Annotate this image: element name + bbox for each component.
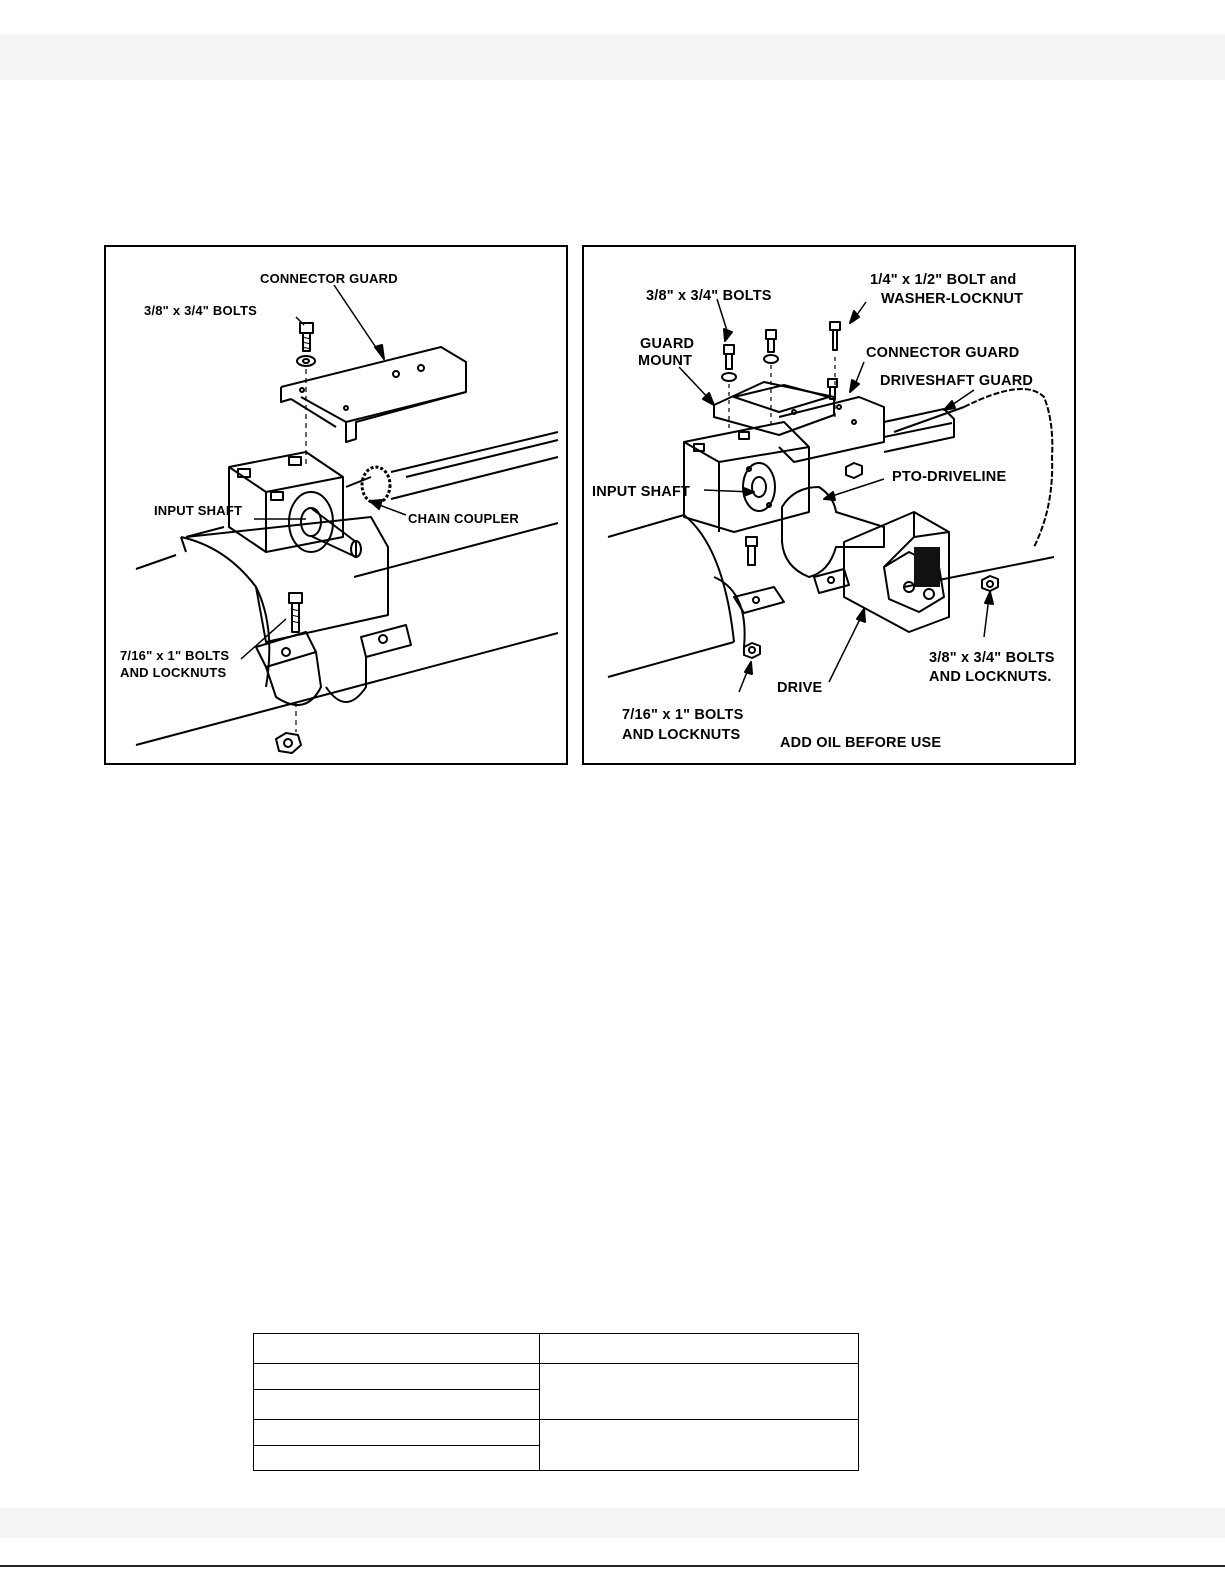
table-cell	[539, 1333, 859, 1364]
label-driveshaft-guard: DRIVESHAFT GUARD	[880, 373, 1034, 389]
table-cell	[539, 1419, 859, 1471]
table-row	[253, 1445, 859, 1471]
label-connector-guard-right: CONNECTOR GUARD	[866, 345, 1020, 361]
assembly-drawing-left	[135, 284, 559, 754]
label-guard: GUARD	[640, 336, 695, 352]
label-3-8-bolts: 3/8" x 3/4" BOLTS	[144, 303, 258, 318]
table-cell	[253, 1363, 540, 1390]
table-cell	[253, 1419, 540, 1446]
figure-pto-driveline-assembly: 3/8" x 3/4" BOLTS 1/4" x 1/2" BOLT and W…	[582, 245, 1076, 765]
label-and-locknuts-right: AND LOCKNUTS.	[929, 669, 1052, 685]
table-row	[253, 1333, 859, 1364]
page-header-band	[0, 34, 1225, 80]
label-mount: MOUNT	[638, 353, 693, 369]
spec-table	[253, 1333, 859, 1471]
figure-chain-coupler-assembly: CONNECTOR GUARD 3/8" x 3/4" BOLTS INPUT …	[104, 245, 568, 765]
table-row	[253, 1419, 859, 1471]
label-and-locknuts-bottom: AND LOCKNUTS	[622, 727, 741, 743]
label-3-8-bolts-top: 3/8" x 3/4" BOLTS	[646, 288, 772, 304]
label-add-oil: ADD OIL BEFORE USE	[780, 735, 942, 751]
table-cell	[539, 1363, 859, 1420]
table-cell	[253, 1333, 540, 1364]
label-washer-locknut: WASHER-LOCKNUT	[881, 291, 1024, 307]
label-3-8-bolts-locknuts: 3/8" x 3/4" BOLTS	[929, 650, 1055, 666]
label-chain-coupler: CHAIN COUPLER	[408, 511, 519, 526]
page-footer-band	[0, 1508, 1225, 1538]
label-7-16-bolts-right: 7/16" x 1" BOLTS	[622, 707, 744, 723]
assembly-drawing-right	[607, 298, 1055, 693]
footer-rule	[0, 1565, 1225, 1567]
label-drive: DRIVE	[777, 680, 823, 696]
label-and-locknuts: AND LOCKNUTS	[120, 665, 227, 680]
label-input-shaft: INPUT SHAFT	[154, 503, 243, 518]
table-cell	[253, 1445, 540, 1471]
label-1-4-bolt: 1/4" x 1/2" BOLT and	[870, 272, 1017, 288]
table-row	[253, 1363, 859, 1420]
table-cell	[253, 1389, 540, 1420]
label-input-shaft-right: INPUT SHAFT	[592, 484, 691, 500]
label-7-16-bolts: 7/16" x 1" BOLTS	[120, 648, 230, 663]
label-connector-guard: CONNECTOR GUARD	[260, 271, 398, 286]
label-pto-driveline: PTO-DRIVELINE	[892, 469, 1007, 485]
